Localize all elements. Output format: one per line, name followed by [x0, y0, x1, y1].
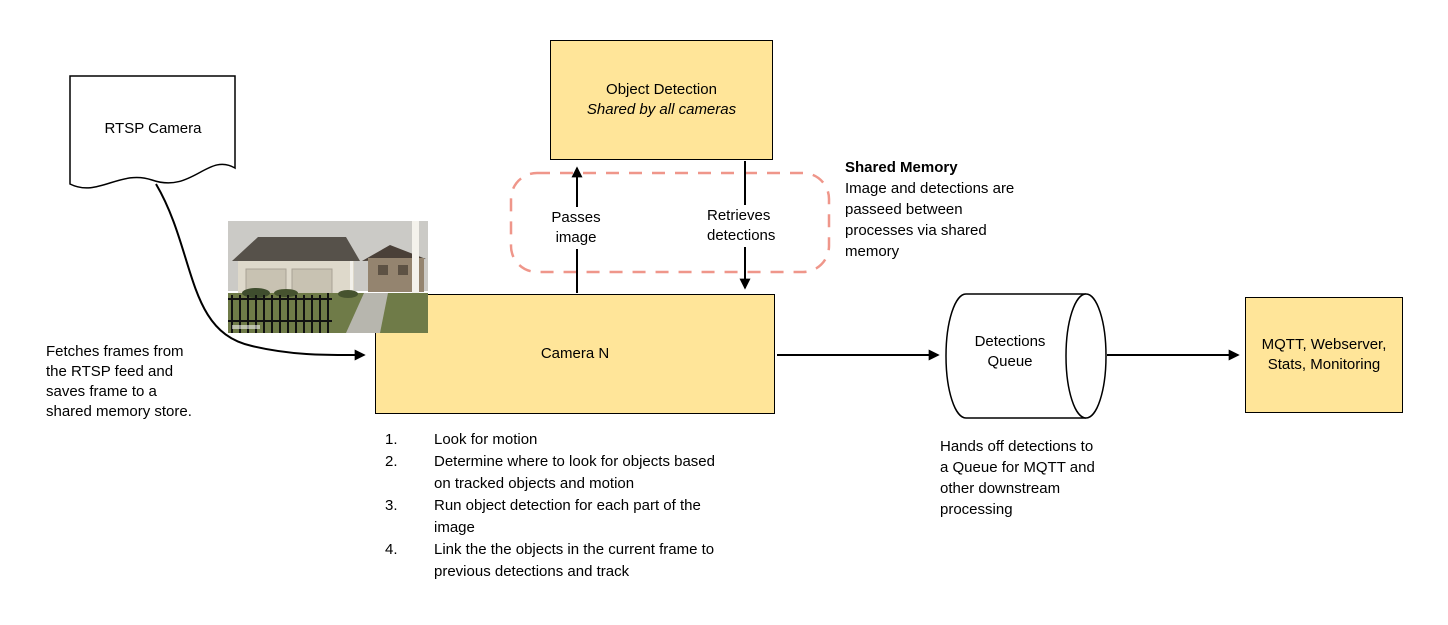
passes-image-label: Passes image	[542, 207, 610, 249]
object-detection-subtitle: Shared by all cameras	[586, 101, 737, 118]
mqtt-label: MQTT, Webserver, Stats, Monitoring	[1261, 336, 1387, 373]
retrieves-detections-label: Retrieves detections	[705, 205, 791, 247]
garage-roof	[232, 237, 360, 261]
mqtt-node: MQTT, Webserver, Stats, Monitoring	[1245, 297, 1403, 413]
step-text: Run object detection for each part of th…	[434, 497, 701, 536]
timestamp-watermark	[232, 325, 260, 329]
step-item: 4. Link the the objects in the current f…	[385, 539, 734, 583]
detections-queue-label: Detections Queue	[974, 333, 1046, 370]
shared-memory-note: Shared Memory Image and detections are p…	[845, 157, 1027, 262]
step-number: 4.	[385, 541, 398, 558]
object-detection-node: Object Detection Shared by all cameras	[550, 40, 773, 160]
background-roof	[362, 245, 426, 261]
camera-snapshot-image	[228, 221, 428, 333]
step-text: Link the the objects in the current fram…	[434, 541, 715, 580]
shared-memory-note-body: Image and detections are passeed between…	[845, 180, 1015, 260]
bush	[338, 290, 358, 298]
shared-memory-dashed-region	[509, 171, 831, 274]
object-detection-title: Object Detection	[606, 81, 717, 98]
step-item: 2. Determine where to look for objects b…	[385, 451, 734, 495]
camera-n-node: Camera N	[375, 294, 775, 414]
downspout	[350, 261, 353, 295]
garage-door	[291, 268, 333, 296]
camera-n-label: Camera N	[540, 345, 610, 362]
step-number: 1.	[385, 431, 398, 448]
step-text: Determine where to look for objects base…	[434, 453, 715, 492]
porch-post	[412, 221, 419, 301]
sidewalk	[346, 293, 388, 333]
background-window	[378, 265, 388, 275]
shared-memory-note-title: Shared Memory	[845, 159, 958, 176]
step-item: 1. Look for motion	[385, 429, 734, 451]
detections-queue-shape	[945, 293, 1107, 419]
step-number: 2.	[385, 453, 398, 470]
background-window	[398, 265, 408, 275]
camera-n-steps-list: 1. Look for motion 2. Determine where to…	[385, 429, 734, 583]
rtsp-camera-label: RTSP Camera	[104, 120, 202, 137]
step-text: Look for motion	[434, 431, 538, 448]
queue-handoff-note: Hands off detections to a Queue for MQTT…	[940, 438, 1095, 518]
bush	[274, 289, 298, 297]
fetch-frames-note: Fetches frames from the RTSP feed and sa…	[46, 343, 192, 420]
rtsp-camera-shape	[69, 75, 236, 189]
step-item: 3. Run object detection for each part of…	[385, 495, 734, 539]
rtsp-to-camera-arrow	[155, 183, 366, 361]
step-number: 3.	[385, 497, 398, 514]
